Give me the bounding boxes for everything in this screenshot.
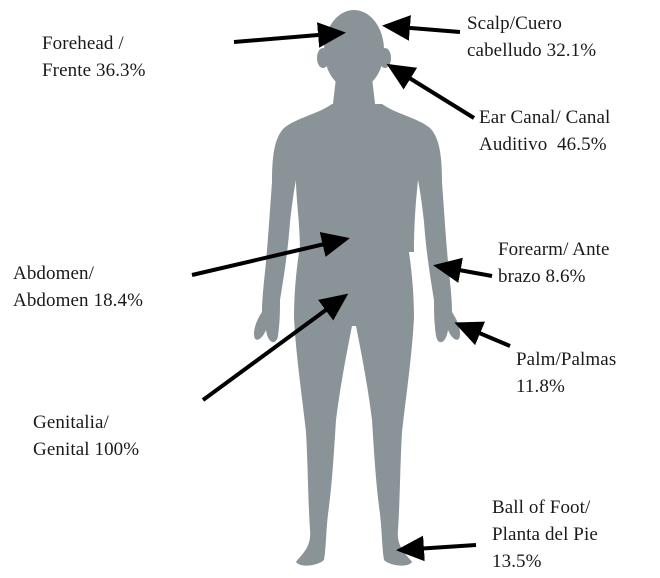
left-ear-shape — [317, 48, 329, 68]
scalp-label: Scalp/Cuero cabelludo 32.1% — [467, 10, 596, 64]
ball-of-foot-label: Ball of Foot/ Planta del Pie 13.5% — [492, 494, 598, 575]
abdomen-label: Abdomen/ Abdomen 18.4% — [13, 260, 143, 314]
ball-of-foot-label-line2: Planta del Pie — [492, 521, 598, 548]
ball-of-foot-label-line3: 13.5% — [492, 548, 598, 575]
ear-canal-label: Ear Canal/ Canal Auditivo 46.5% — [479, 104, 610, 158]
legs-shape — [294, 246, 414, 566]
palm-label: Palm/Palmas 11.8% — [516, 346, 616, 400]
abdomen-label-line1: Abdomen/ — [13, 260, 143, 287]
ear-arrow — [390, 66, 474, 118]
palm-label-line2: 11.8% — [516, 373, 616, 400]
forearm-label-line2: brazo 8.6% — [498, 263, 610, 290]
scalp-label-line2: cabelludo 32.1% — [467, 37, 596, 64]
forehead-label-line2: Frente 36.3% — [42, 57, 146, 84]
palm-label-line1: Palm/Palmas — [516, 346, 616, 373]
right-ear-shape — [379, 48, 391, 68]
palm-arrow — [458, 324, 510, 346]
forearm-label-line1: Forearm/ Ante — [498, 236, 610, 263]
foot-arrow — [400, 545, 476, 550]
genitalia-label: Genitalia/ Genital 100% — [33, 409, 139, 463]
forehead-label: Forehead / Frente 36.3% — [42, 30, 146, 84]
forearm-label: Forearm/ Ante brazo 8.6% — [498, 236, 610, 290]
ear-canal-label-line2: Auditivo 46.5% — [479, 131, 610, 158]
genitalia-label-line2: Genital 100% — [33, 436, 139, 463]
ball-of-foot-label-line1: Ball of Foot/ — [492, 494, 598, 521]
human-silhouette — [254, 10, 460, 566]
ear-canal-label-line1: Ear Canal/ Canal — [479, 104, 610, 131]
scalp-arrow — [386, 26, 460, 32]
forehead-label-line1: Forehead / — [42, 30, 146, 57]
genitalia-label-line1: Genitalia/ — [33, 409, 139, 436]
scalp-label-line1: Scalp/Cuero — [467, 10, 596, 37]
abdomen-label-line2: Abdomen 18.4% — [13, 287, 143, 314]
